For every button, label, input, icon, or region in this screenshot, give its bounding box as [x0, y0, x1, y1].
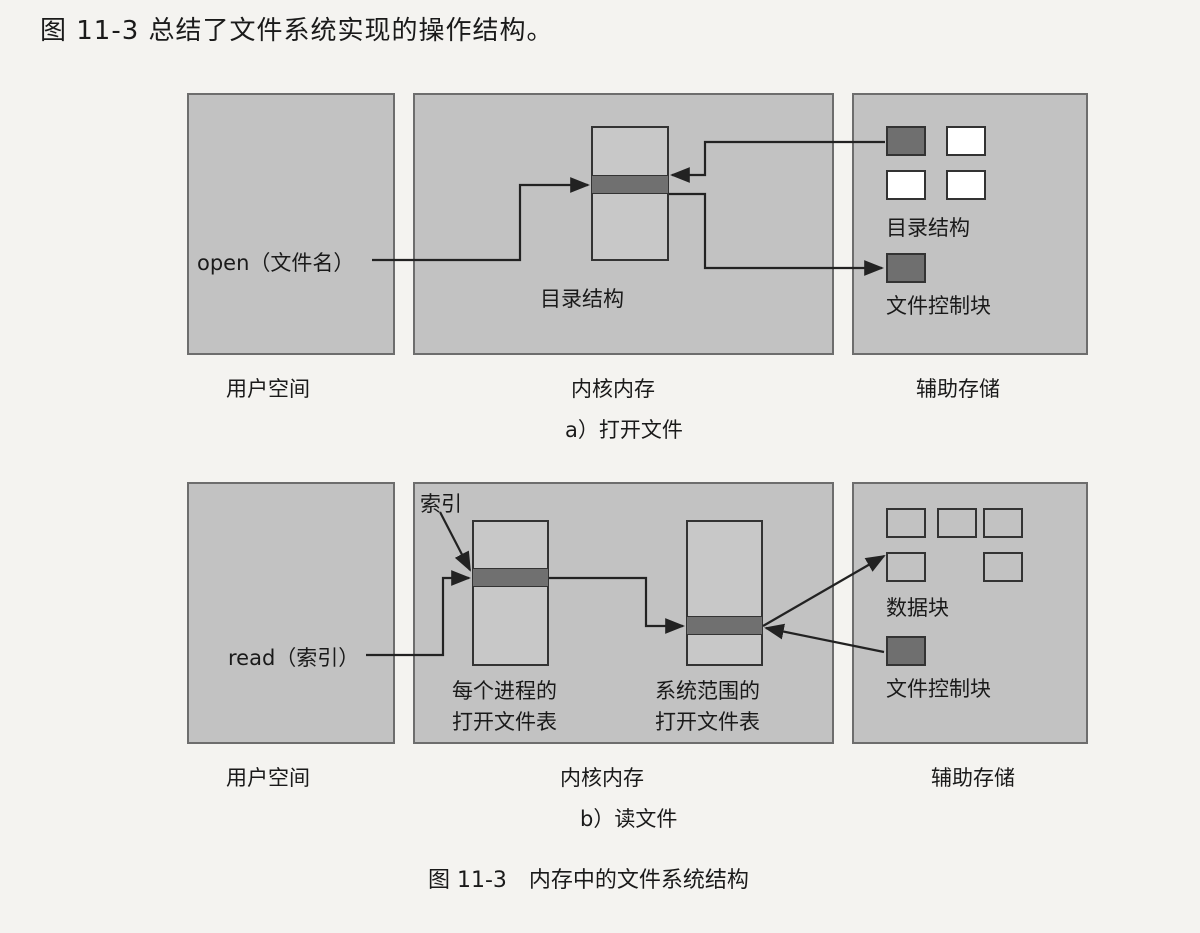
diagram-a-caption: a）打开文件: [565, 418, 683, 442]
storage-fcb-label-b: 文件控制块: [886, 677, 991, 701]
user-space-panel-b: [187, 482, 395, 744]
data-block-1: [886, 508, 926, 538]
kernel-directory-label: 目录结构: [540, 287, 624, 311]
data-blocks-label: 数据块: [886, 596, 949, 620]
system-entry-highlight: [686, 616, 763, 635]
storage-fcb-label-a: 文件控制块: [886, 294, 991, 318]
system-table-label-2: 打开文件表: [655, 710, 760, 734]
index-label: 索引: [420, 492, 462, 516]
secondary-storage-caption-b: 辅助存储: [931, 766, 1015, 790]
system-table-label-1: 系统范围的: [655, 679, 760, 703]
per-process-table-box: [472, 520, 549, 666]
open-call-label: open（文件名）: [197, 251, 355, 275]
per-process-table-label-2: 打开文件表: [452, 710, 557, 734]
directory-entry-highlight-a: [591, 175, 669, 194]
kernel-memory-caption-b: 内核内存: [560, 766, 644, 790]
read-call-label: read（索引）: [228, 646, 360, 670]
fcb-block-a: [886, 253, 926, 283]
kernel-memory-caption-a: 内核内存: [571, 377, 655, 401]
per-process-table-label-1: 每个进程的: [452, 679, 557, 703]
directory-block-white-3: [946, 170, 986, 200]
data-block-5: [983, 552, 1023, 582]
secondary-storage-caption-a: 辅助存储: [916, 377, 1000, 401]
per-process-entry-highlight: [472, 568, 549, 587]
figure-caption: 图 11-3 内存中的文件系统结构: [428, 868, 749, 893]
data-block-2: [937, 508, 977, 538]
fcb-block-b: [886, 636, 926, 666]
directory-block-dark: [886, 126, 926, 156]
directory-block-white-2: [886, 170, 926, 200]
intro-text: 图 11-3 总结了文件系统实现的操作结构。: [40, 16, 554, 46]
data-block-4: [886, 552, 926, 582]
diagram-b-caption: b）读文件: [580, 807, 678, 831]
data-block-3: [983, 508, 1023, 538]
user-space-caption-a: 用户空间: [226, 377, 310, 401]
user-space-panel-a: [187, 93, 395, 355]
system-table-box: [686, 520, 763, 666]
directory-block-white-1: [946, 126, 986, 156]
storage-directory-label: 目录结构: [886, 216, 970, 240]
user-space-caption-b: 用户空间: [226, 766, 310, 790]
